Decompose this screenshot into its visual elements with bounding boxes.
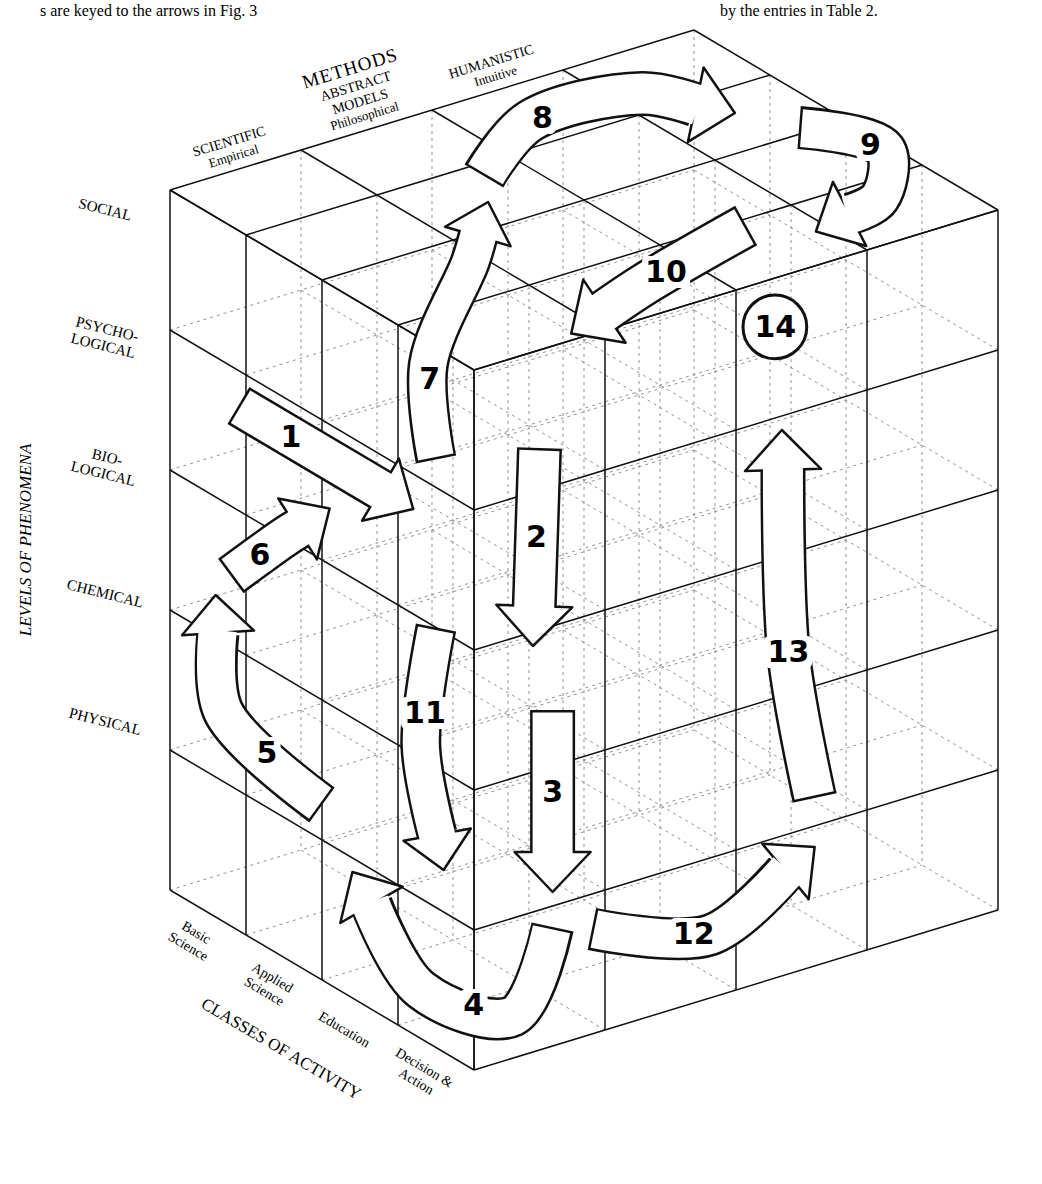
grid-line [473,370,475,1070]
callout-number: 13 [765,636,813,668]
callout-number: 12 [670,918,718,950]
flow-arrow [571,226,746,343]
flow-arrow [799,128,889,246]
grid-line [735,290,737,990]
flow-arrow [340,872,552,1019]
page-fragment: s are keyed to the arrows in Fig. 3 [40,2,257,20]
callout-number: 5 [253,737,280,769]
grid-line [473,370,475,1070]
flow-arrow [484,68,735,176]
level-label: CHEMICAL [65,576,145,612]
callout-circle-outline [743,295,807,359]
callout-number: 10 [642,256,690,288]
arrow-fill [783,467,814,796]
callout-number: 14 [754,312,796,342]
flow-arrow [182,595,322,805]
hidden-grid-line [660,245,661,945]
hidden-grid-line [301,150,302,850]
callout-number: 1 [277,421,304,453]
callout-number: 8 [529,102,556,134]
axis-title: CLASSES OF ACTIVITY [198,994,365,1104]
arrow-fill [427,234,478,457]
hidden-grid-line [563,70,564,770]
arrow-fill [241,407,384,491]
hidden-grid-line [922,165,923,865]
level-label: PHYSICAL [67,705,142,739]
arrow-head [745,430,821,471]
flow-arrow [238,406,413,521]
flow-arrow [515,710,591,892]
flow-arrow [231,498,330,576]
arrow-layer [182,68,889,1019]
grid-line [170,470,474,650]
flow-arrow [427,202,510,460]
page-fragment: by the entries in Table 2. [720,2,878,20]
circled-callout: 14 [741,293,809,361]
callout-number: 6 [246,539,273,571]
callout-number: 4 [460,989,487,1021]
arrow-fill [602,227,744,313]
method-column-label: METHODSABSTRACT MODELSPhilosophical [299,44,414,139]
class-label: Decision & Action [380,1042,460,1107]
axis-title: LEVELS OF PHENOMENA [16,444,36,637]
hidden-grid [170,30,998,1030]
class-label: Basic Science [165,915,219,965]
cube-grid [170,30,998,1070]
hidden-grid-line [639,115,640,815]
arrow-fill [233,527,300,574]
grid-line [321,280,323,980]
arrow-fill [533,713,573,856]
level-label: BIO- LOGICAL [69,441,141,490]
arrow-fill [216,630,320,803]
arrow-fill [802,128,889,215]
callout-number: 9 [857,129,884,161]
method-column-label: SCIENTIFICEmpirical [190,123,271,175]
grid-line [169,190,171,890]
level-label: SOCIAL [77,195,134,225]
class-label: Education [315,1009,372,1052]
callout-number: 11 [401,697,449,729]
level-label: PSYCHO- LOGICAL [69,313,141,362]
arrow-head [496,605,572,646]
method-column-label: HUMANISTICIntuitive [446,41,539,96]
hidden-grid-line [508,155,509,855]
arrow-fill [421,630,438,838]
callout-number: 3 [539,776,566,808]
callout-number: 7 [416,363,443,395]
flow-arrow [404,628,471,871]
class-label: Applied Science [240,960,295,1011]
callout-number: 2 [523,521,550,553]
grid-line [997,210,999,910]
grid-line [866,250,868,950]
arrow-head [515,852,591,892]
arrow-fill [486,93,699,174]
arrow-head [182,595,254,635]
hidden-grid-line [377,195,378,895]
flow-arrow [745,430,821,798]
flow-arrow [496,448,572,646]
